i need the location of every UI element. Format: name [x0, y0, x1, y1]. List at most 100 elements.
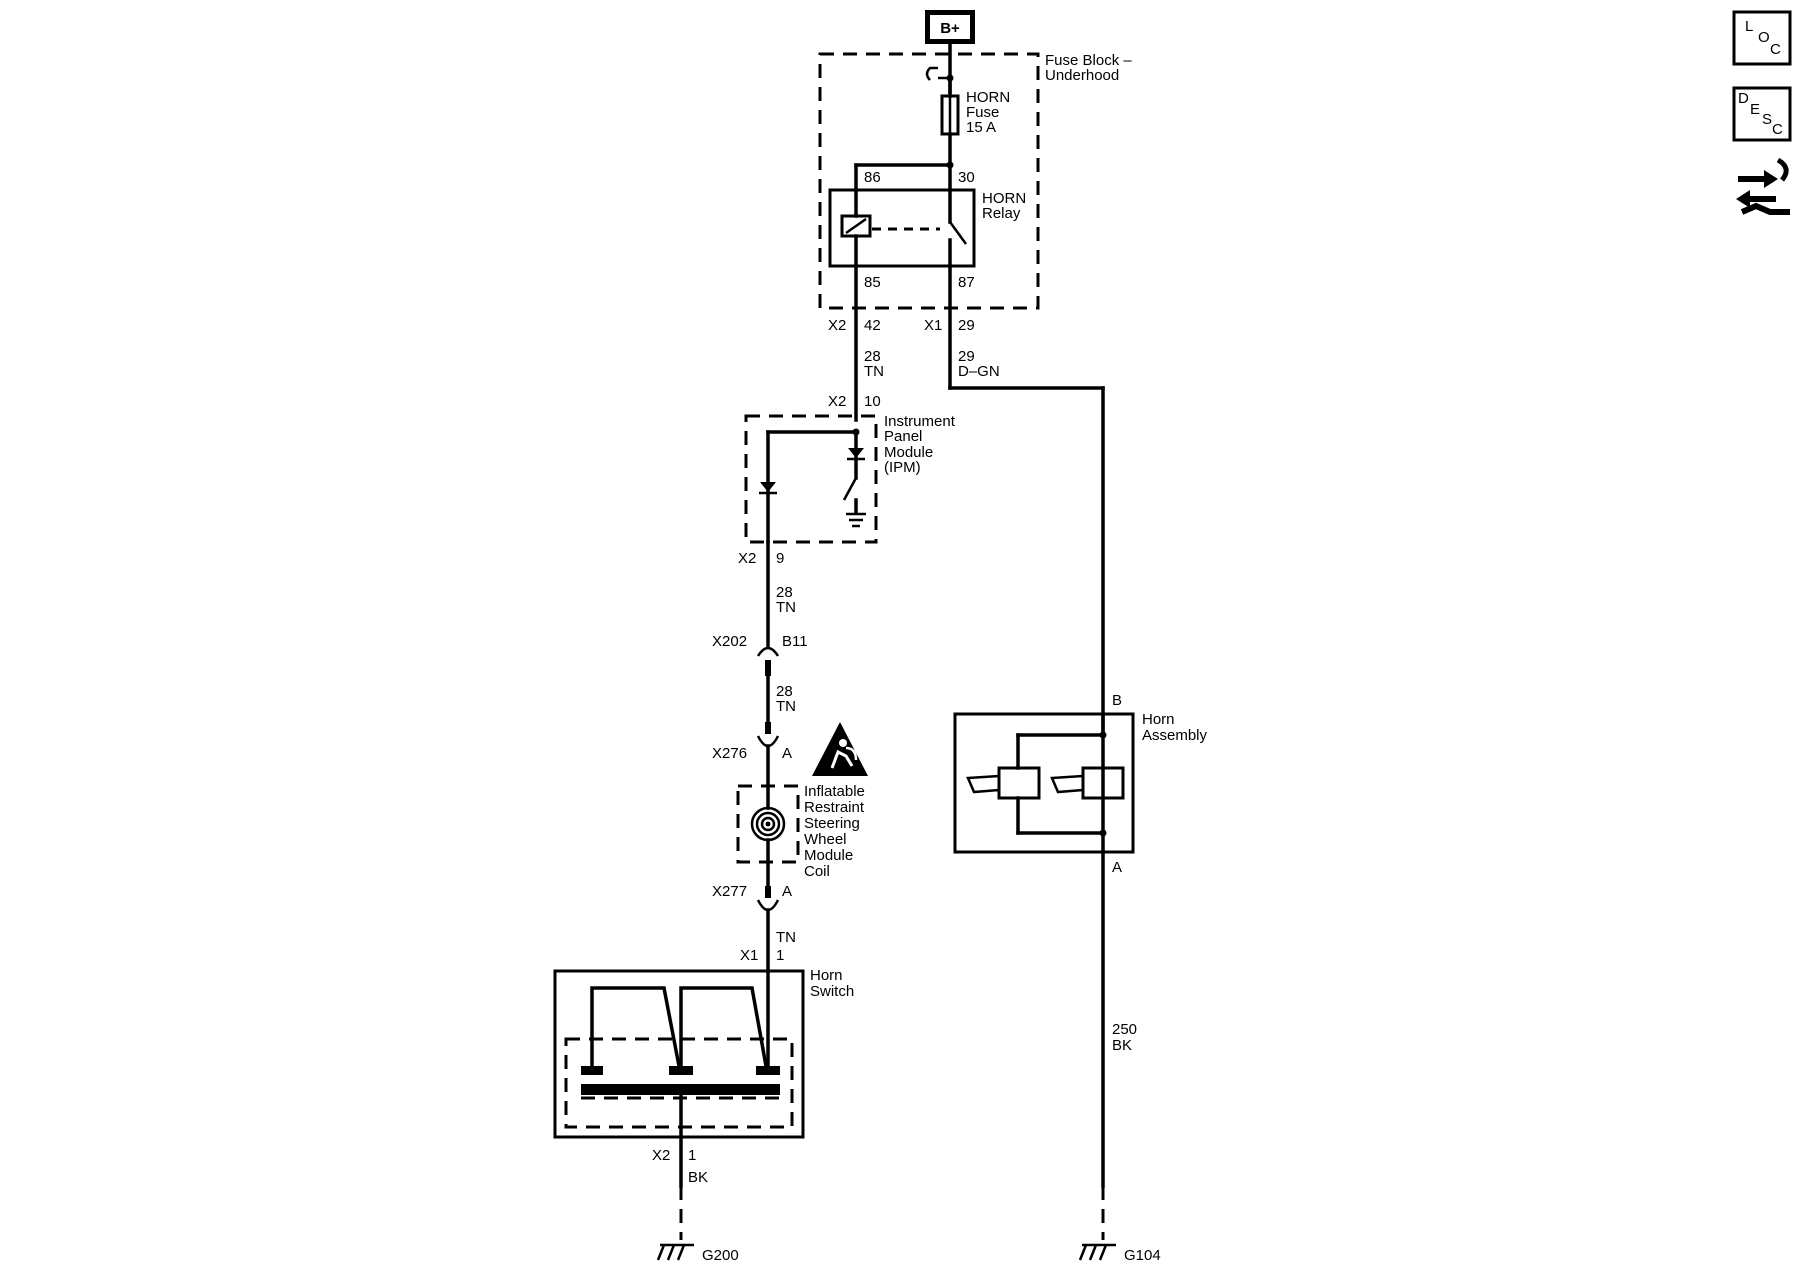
- relay-pin-30: 30: [958, 169, 975, 186]
- ipm-label-3: Module: [884, 444, 933, 461]
- ground-icon[interactable]: [1078, 1243, 1116, 1261]
- horn-assembly-label-1: Horn: [1142, 711, 1175, 728]
- connector-x277-label: X277: [712, 883, 747, 900]
- ipm-internal-circuit: [759, 428, 866, 544]
- horn-assembly-label-2: Assembly: [1142, 727, 1208, 744]
- horn-switch-inner: [564, 1037, 794, 1129]
- coil-label-4: Wheel: [804, 831, 847, 848]
- ground-icon[interactable]: [656, 1243, 694, 1261]
- wire-250-circuit: 250: [1112, 1021, 1137, 1038]
- horn-switch-connector-x2: X2: [652, 1147, 670, 1164]
- connector-x277[interactable]: [756, 886, 780, 912]
- fuse-block-connector-x1: X1: [924, 317, 942, 334]
- horn-switch-label-1: Horn: [810, 967, 843, 984]
- ipm-connector-x2-top: X2: [828, 393, 846, 410]
- ipm-connector-x2-bottom: X2: [738, 550, 756, 567]
- coil-label-6: Coil: [804, 863, 830, 880]
- wire-29-circuit: 29: [958, 348, 975, 365]
- loc-icon-o: O: [1758, 29, 1770, 46]
- horn-1: [997, 766, 1041, 800]
- clockspring-coil-icon: [750, 806, 786, 842]
- ipm-pin-9: 9: [776, 550, 784, 567]
- fuse-block-bus-icon: [925, 66, 938, 81]
- ground-g200-label: G200: [702, 1247, 739, 1264]
- wire-28-circuit-2: 28: [776, 584, 793, 601]
- horn-2-icon: [1050, 774, 1084, 794]
- loc-icon-l: L: [1745, 18, 1753, 35]
- wire-28-circuit-1: 28: [864, 348, 881, 365]
- coil-label-1: Inflatable: [804, 783, 865, 800]
- ipm-pin-10: 10: [864, 393, 881, 410]
- ipm-label-1: Instrument: [884, 413, 956, 430]
- fuse-label-1: HORN: [966, 89, 1010, 106]
- fuse-block-connector-x2: X2: [828, 317, 846, 334]
- fuse-block-pin-29: 29: [958, 317, 975, 334]
- relay-label-1: HORN: [982, 190, 1026, 207]
- wire-28-circuit-3: 28: [776, 683, 793, 700]
- relay-pin-86: 86: [864, 169, 881, 186]
- connector-x202[interactable]: [756, 646, 780, 676]
- connector-x276-pin: A: [782, 745, 792, 762]
- horn-assembly[interactable]: [953, 712, 1135, 854]
- wire-28-color-1: TN: [864, 363, 884, 380]
- horn-switch[interactable]: [553, 969, 805, 1139]
- horn-assembly-pin-b: B: [1112, 692, 1122, 709]
- connector-x277-pin: A: [782, 883, 792, 900]
- fuse-label-3: 15 A: [966, 119, 996, 136]
- relay-body: [828, 188, 976, 268]
- ground-g104-label: G104: [1124, 1247, 1161, 1264]
- coil-label-3: Steering: [804, 815, 860, 832]
- desc-icon-c: C: [1772, 121, 1783, 138]
- coil-label-2: Restraint: [804, 799, 865, 816]
- relay-label-2: Relay: [982, 205, 1021, 222]
- ipm-label-4: (IPM): [884, 459, 921, 476]
- relay-pin-87: 87: [958, 274, 975, 291]
- fuse-block-pin-42: 42: [864, 317, 881, 334]
- ipm-switch: [842, 477, 858, 501]
- fuse-block-label-1: Fuse Block –: [1045, 52, 1132, 69]
- wire-bk-color-1: BK: [688, 1169, 708, 1186]
- wire-29-dgn[interactable]: [948, 386, 1105, 737]
- desc-icon-e: E: [1750, 101, 1760, 118]
- horn-switch-contact-plate: [581, 1084, 780, 1095]
- ipm-boundary: [744, 414, 878, 544]
- horn-assembly-pin-a: A: [1112, 859, 1122, 876]
- wire-tn-color-4: TN: [776, 929, 796, 946]
- ground-icon: [846, 512, 866, 528]
- diode-icon: [760, 482, 776, 492]
- relay-switch-contact: [948, 221, 968, 245]
- battery-positive-label: B+: [940, 20, 960, 37]
- horn-switch-body: [553, 969, 805, 1139]
- connector-x276[interactable]: [756, 722, 780, 748]
- relay-pin-85: 85: [864, 274, 881, 291]
- wire-250-color: BK: [1112, 1037, 1132, 1054]
- loc-icon[interactable]: L O C: [1732, 10, 1792, 66]
- wire-28-color-3: TN: [776, 698, 796, 715]
- connector-x276-label: X276: [712, 745, 747, 762]
- battery-positive-source[interactable]: B+: [925, 10, 975, 44]
- desc-icon[interactable]: D E S C: [1732, 86, 1792, 142]
- horn-switch-connector-x1: X1: [740, 947, 758, 964]
- wire-28-color-2: TN: [776, 599, 796, 616]
- wire-29-color: D–GN: [958, 363, 1000, 380]
- coil-label-5: Module: [804, 847, 853, 864]
- desc-icon-s: S: [1762, 111, 1772, 128]
- loc-icon-c: C: [1770, 41, 1781, 58]
- desc-icon-d: D: [1738, 90, 1749, 107]
- connector-repair-icon[interactable]: [1736, 157, 1790, 215]
- fuse-block-label-2: Underhood: [1045, 67, 1119, 84]
- fuse-label-2: Fuse: [966, 104, 999, 121]
- horn-relay[interactable]: [828, 188, 976, 268]
- fuse-block-boundary: [818, 52, 1040, 310]
- horn-fuse[interactable]: [940, 76, 960, 167]
- connector-x202-pin: B11: [782, 633, 808, 650]
- horn-1-icon: [966, 774, 1000, 794]
- horn-switch-pin-1-bottom: 1: [688, 1147, 696, 1164]
- horn-2: [1081, 766, 1125, 800]
- connector-x202-label: X202: [712, 633, 747, 650]
- airbag-warning-icon: [812, 722, 868, 776]
- ipm-label-2: Panel: [884, 428, 922, 445]
- horn-assembly-body: [953, 712, 1135, 854]
- horn-switch-pin-1-top: 1: [776, 947, 784, 964]
